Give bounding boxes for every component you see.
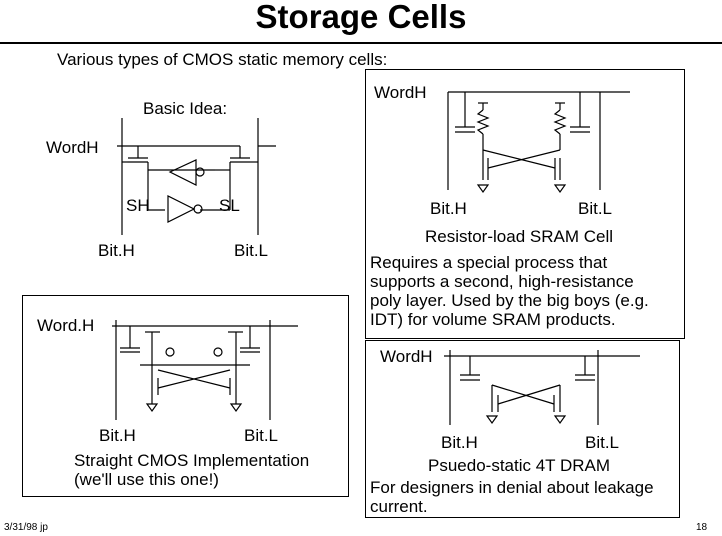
cmos-word-label: Word.H (37, 316, 95, 335)
pseudo-bith-label: Bit.H (441, 433, 478, 452)
basic-idea-bitl-label: Bit.L (234, 241, 269, 260)
cmos-bitl-label: Bit.L (244, 426, 279, 445)
title-divider (0, 42, 722, 44)
resistor-bith-label: Bit.H (430, 199, 467, 218)
pseudo-bitl-label: Bit.L (585, 433, 620, 452)
footer-date: 3/31/98 jp (4, 522, 48, 533)
basic-idea-bith-label: Bit.H (98, 241, 135, 260)
pseudo-word-label: WordH (380, 347, 433, 366)
slide-title: Storage Cells (255, 0, 467, 35)
slide-subtitle: Various types of CMOS static memory cell… (57, 50, 388, 69)
text-line: poly layer. Used by the big boys (e.g. (370, 291, 649, 310)
resistor-word-label: WordH (374, 83, 427, 102)
text-line: current. (370, 497, 428, 516)
text-line: Requires a special process that (370, 253, 608, 272)
basic-idea-schematic (117, 118, 276, 235)
straight-cmos-panel (22, 295, 349, 497)
straight-cmos-schematic (112, 320, 298, 420)
resistor-caption: Resistor-load SRAM Cell (425, 227, 613, 246)
text-line: (we'll use this one!) (74, 470, 219, 489)
resistor-load-schematic (447, 91, 630, 194)
page-number: 18 (696, 522, 708, 533)
basic-idea-sh-label: SH (126, 196, 150, 215)
resistor-load-panel (365, 69, 685, 339)
basic-idea-heading: Basic Idea: (143, 99, 228, 118)
pseudo-static-schematic (444, 350, 640, 425)
cmos-bith-label: Bit.H (99, 426, 136, 445)
resistor-bitl-label: Bit.L (578, 199, 613, 218)
text-line: Straight CMOS Implementation (74, 451, 310, 470)
pseudo-caption: Psuedo-static 4T DRAM (428, 456, 611, 475)
text-line: IDT) for volume SRAM products. (370, 310, 616, 329)
text-line: supports a second, high-resistance (370, 272, 634, 291)
text-line: For designers in denial about leakage (370, 478, 654, 497)
cmos-caption: Straight CMOS Implementation (we'll use … (74, 451, 309, 489)
basic-idea-word-label: WordH (46, 138, 99, 157)
pseudo-static-panel (365, 340, 680, 518)
pseudo-description: For designers in denial about leakage cu… (370, 478, 654, 516)
basic-idea-sl-label: SL (219, 196, 240, 215)
resistor-description: Requires a special process that supports… (370, 253, 649, 329)
